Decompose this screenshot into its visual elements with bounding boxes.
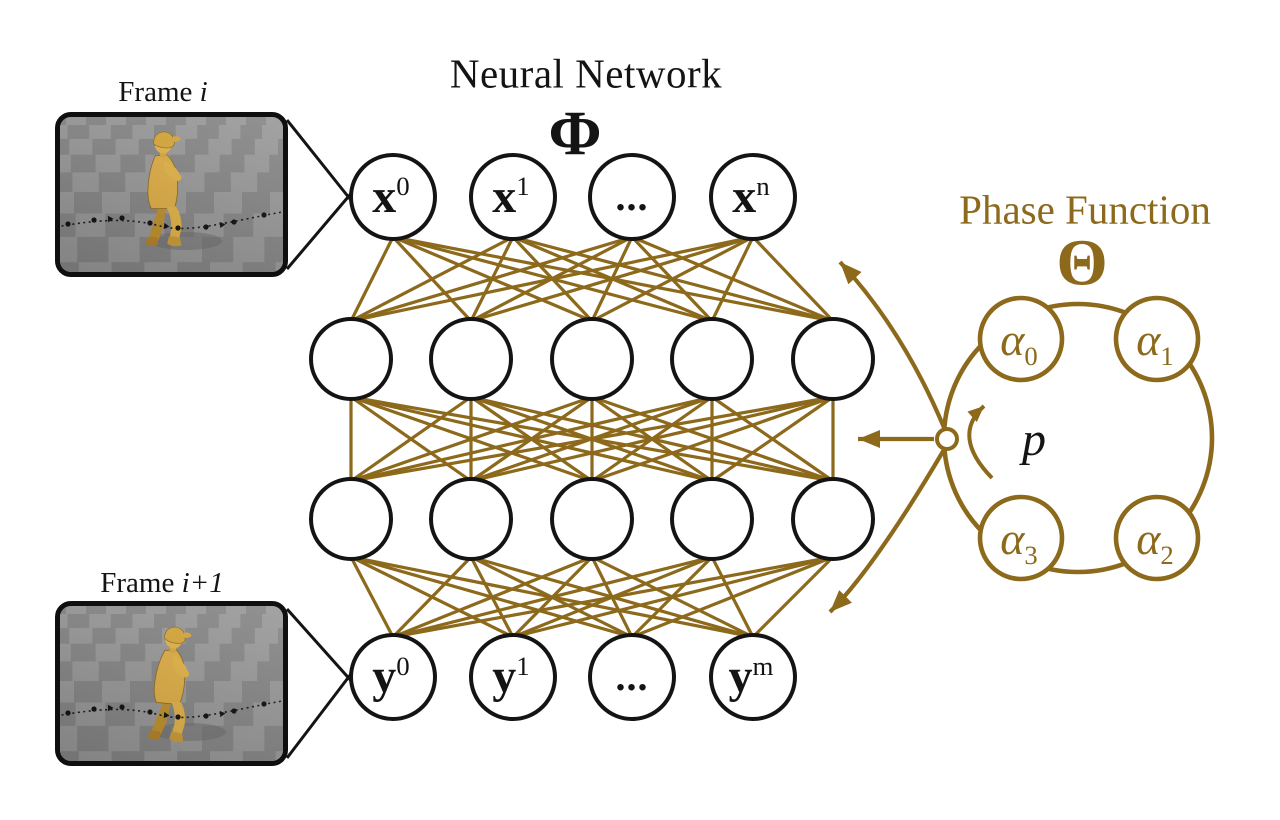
output-node-label-ym: ym <box>728 649 774 703</box>
output-node <box>709 633 797 721</box>
hidden-node <box>429 477 513 561</box>
output-node-label-y1: y1 <box>492 649 530 703</box>
frame-i1-label: Frame i+1 <box>100 568 223 598</box>
frame-i1-thumbnail <box>55 601 288 766</box>
hidden-node <box>309 477 393 561</box>
phase-p-label: p <box>1022 412 1046 466</box>
input-node-label-xn: xn <box>732 169 770 223</box>
network-edge <box>751 555 835 639</box>
alpha-label-2: α2 <box>1136 512 1174 571</box>
network-edge <box>350 235 514 323</box>
alpha-label-1: α1 <box>1136 313 1174 372</box>
output-node <box>469 633 557 721</box>
network-edge <box>349 236 395 322</box>
connector-line <box>285 119 356 205</box>
output-node <box>588 633 676 721</box>
network-nodes <box>309 153 875 721</box>
input-node <box>349 153 437 241</box>
network-edge <box>391 555 473 639</box>
network-edge <box>591 395 834 483</box>
frame-i1-scene <box>60 606 283 761</box>
input-node <box>469 153 557 241</box>
hidden-node <box>670 477 754 561</box>
phase-function-symbol-theta: Θ <box>1056 226 1108 300</box>
input-node-label-x0: x0 <box>372 169 410 223</box>
frame-label-index: i <box>199 75 208 108</box>
checkerboard-floor <box>60 606 283 761</box>
connector-line <box>285 608 356 685</box>
network-edge <box>392 555 593 639</box>
network-edge <box>710 236 755 322</box>
network-edge <box>392 555 713 639</box>
phase-arrow-up <box>838 260 947 431</box>
hidden-node <box>550 317 634 401</box>
frame-label-prefix: Frame <box>100 566 182 599</box>
network-edge <box>349 556 395 638</box>
network-edge <box>350 395 593 483</box>
frame-label-index: i+1 <box>181 566 224 599</box>
phase-function-diagram <box>828 260 1215 614</box>
network-edge <box>470 395 834 483</box>
network-edge <box>392 555 834 639</box>
output-node-label-dots: ... <box>615 654 649 699</box>
input-node <box>709 153 797 241</box>
hidden-node <box>670 317 754 401</box>
frame-i-scene <box>60 117 283 272</box>
network-edge <box>350 235 754 323</box>
input-node-label-x1: x1 <box>492 169 530 223</box>
hidden-node <box>791 317 875 401</box>
connector-line <box>285 189 356 270</box>
frame-i-thumbnail <box>55 112 288 277</box>
phase-function-title: Phase Function <box>959 186 1211 233</box>
neural-network-symbol-phi: Φ <box>548 97 602 169</box>
hidden-node <box>309 317 393 401</box>
input-node-label-dots: ... <box>615 174 649 219</box>
network-edge <box>350 395 834 483</box>
alpha-node-0 <box>977 295 1065 383</box>
network-edge <box>591 235 754 323</box>
phase-arrow-down <box>828 446 947 614</box>
alpha-node-1 <box>1113 295 1201 383</box>
neural-network-title: Neural Network <box>449 50 723 97</box>
frame-label-prefix: Frame <box>118 75 200 108</box>
network-edge <box>350 395 472 483</box>
hidden-node <box>791 477 875 561</box>
input-node <box>588 153 676 241</box>
network-edge <box>350 395 713 483</box>
hidden-node <box>429 317 513 401</box>
network-edge <box>350 235 633 323</box>
alpha-node-2 <box>1113 494 1201 582</box>
hidden-node <box>550 477 634 561</box>
network-edge <box>711 395 834 483</box>
frame-i-label: Frame i <box>118 77 207 107</box>
network-edge <box>512 555 834 639</box>
network-edge <box>470 235 754 323</box>
frame-connector-lines <box>285 119 356 759</box>
phase-pointer-node <box>935 427 959 451</box>
network-edge <box>631 555 834 639</box>
output-node <box>349 633 437 721</box>
alpha-label-0: α0 <box>1000 313 1038 372</box>
network-edges <box>349 235 835 639</box>
network-edge <box>751 235 835 323</box>
output-node-label-y0: y0 <box>372 649 410 703</box>
alpha-node-3 <box>977 494 1065 582</box>
connector-line <box>285 669 356 759</box>
character-shadow <box>150 232 222 250</box>
phase-rotation-arrow <box>967 404 994 480</box>
alpha-label-3: α3 <box>1000 512 1038 571</box>
